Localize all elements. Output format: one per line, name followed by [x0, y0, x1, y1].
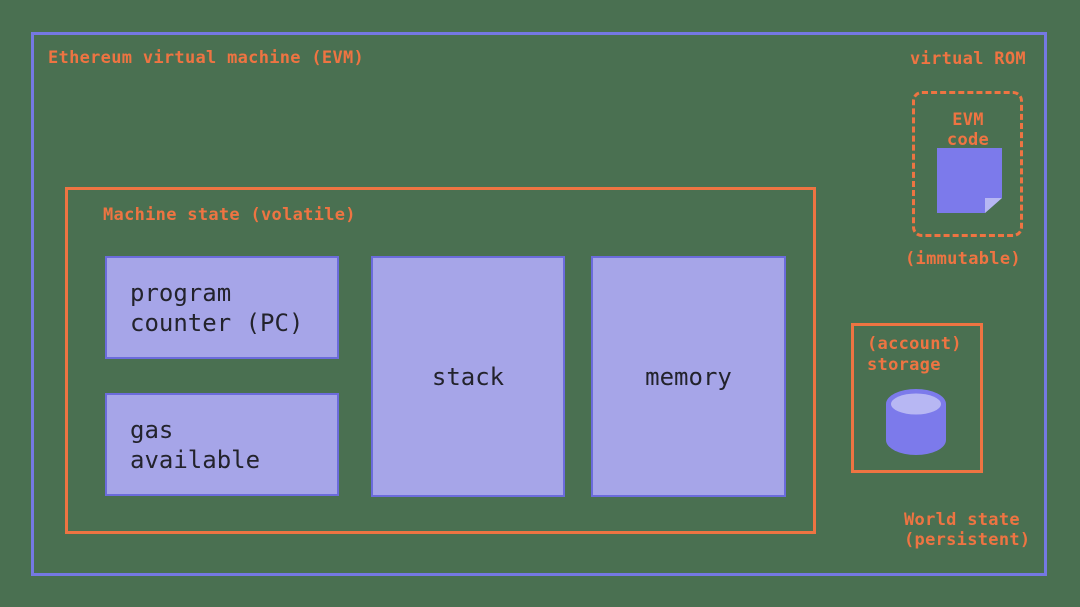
- immutable-label: (immutable): [905, 249, 1021, 269]
- evm-code-box: [912, 91, 1023, 237]
- memory-label: memory: [645, 362, 732, 391]
- evm-outer-box: [31, 32, 1047, 576]
- memory-box: memory: [591, 256, 786, 497]
- stack-label: stack: [431, 362, 505, 391]
- account-storage-label: (account) storage: [867, 334, 962, 375]
- machine-state-box: [65, 187, 816, 534]
- gas-available-label: gas available: [130, 415, 261, 474]
- program-counter-box: program counter (PC): [105, 256, 339, 359]
- account-storage-box: [851, 323, 983, 473]
- stack-box: stack: [371, 256, 565, 497]
- virtual-rom-title: virtual ROM: [910, 49, 1026, 69]
- world-state-title: World state (persistent): [904, 510, 1031, 550]
- evm-code-label: EVM code: [946, 110, 990, 150]
- evm-title: Ethereum virtual machine (EVM): [48, 48, 365, 68]
- evm-code-note-icon: [937, 148, 1002, 213]
- storage-database-icon: [885, 387, 947, 457]
- machine-state-title: Machine state (volatile): [103, 205, 356, 225]
- program-counter-label: program counter (PC): [130, 278, 304, 337]
- gas-available-box: gas available: [105, 393, 339, 496]
